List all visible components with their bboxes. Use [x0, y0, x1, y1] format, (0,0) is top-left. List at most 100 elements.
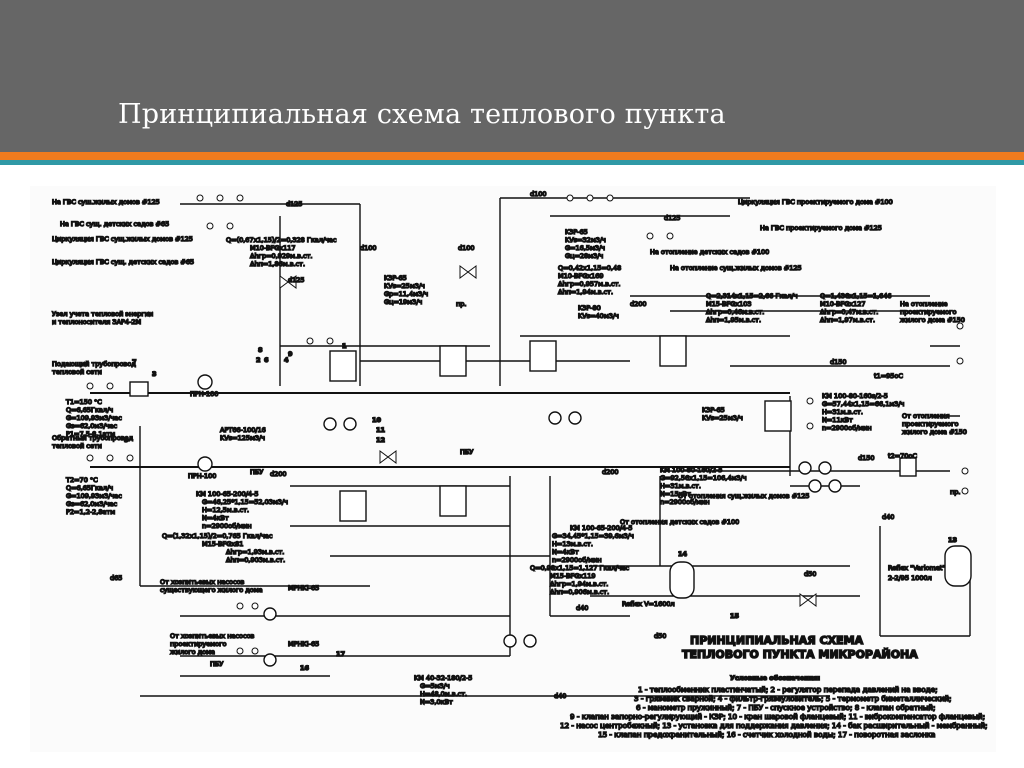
- pump-line: Δhп=0,906м.в.ст.: [550, 588, 609, 596]
- pump-line: M15-BFGx81: [202, 540, 243, 548]
- calc-line: K3P-65: [565, 228, 588, 236]
- accent-stripe-orange: [0, 152, 1024, 160]
- pipe-size: d40: [882, 513, 894, 521]
- calc-line: M10-BFGx169: [558, 272, 603, 280]
- misc-label: Reflex "Variomat": [888, 564, 945, 572]
- misc-label: жилого дома: [170, 648, 215, 656]
- legend-line: 12 - насос центробежный; 13 - установка …: [560, 721, 987, 730]
- calc-line: Δhгр=0,957м.в.ст.: [558, 280, 620, 288]
- item-number: 2: [256, 356, 261, 364]
- label-from-new-1: От отопления: [902, 412, 950, 420]
- label-metering-1: Узел учета тепловой энергии: [52, 310, 153, 318]
- label-return-2: тепловой сети: [52, 442, 102, 450]
- pump-line: n=2900об/мин: [202, 522, 252, 530]
- pipe-temp: t2=70oC: [888, 452, 917, 460]
- pipe-network: [90, 197, 971, 697]
- label-gvs-existing: На ГВС суш.жилых домов #125: [52, 198, 160, 206]
- right-labels: Циркуляция ГВС проектируемого дома #100 …: [619, 197, 967, 526]
- pump-line: N=15кВт: [660, 490, 691, 498]
- pump-line: N=4кВт: [202, 514, 229, 522]
- item-number: 12: [376, 436, 385, 444]
- pump-blocks: KM 100-65-200/4-5 G=46,25*1,15=52,03м3/ч…: [161, 391, 905, 706]
- misc-label: От хозпитьевых насосов: [170, 632, 255, 640]
- calc-blocks: Q=(0,67х1,15)/2=0,328 Гкал/час M10-BFGx1…: [219, 227, 892, 442]
- calc-line: KVs=25м3/ч: [702, 414, 743, 422]
- pipe-size: d100: [360, 244, 377, 252]
- misc-label: MPHKI-65: [288, 640, 319, 648]
- pump-line: H=12,5м.в.ст.: [202, 506, 249, 514]
- pipe-size: d40: [554, 692, 566, 700]
- misc-label: 2-2/95 1000л: [888, 574, 932, 582]
- pipe-size: d125: [288, 276, 305, 284]
- supply-param: P1=7,5-8,1атм: [66, 430, 115, 438]
- label-heat-existing: На отопление сущ.жилых домов #125: [670, 264, 802, 272]
- calc-line: KVs=32м3/ч: [565, 236, 606, 244]
- calc-line: G=16,5м3/ч: [565, 244, 605, 252]
- pipe-size: d125: [664, 214, 681, 222]
- pump-line: Q=0,98х1,15=1,127 Гкал/час: [530, 564, 630, 572]
- pipe-size: d125: [286, 200, 303, 208]
- slide-header: Принципиальная схема теплового пункта: [0, 0, 1024, 152]
- pump-line: Q=(1,32х1,15)/2=0,765 Гкал/час: [162, 532, 273, 540]
- label-from-existing: От отопления сущ.жилых домов #125: [678, 492, 810, 500]
- legend-line: 1 - теплообменник пластинчатый; 2 - регу…: [638, 685, 938, 694]
- diagram-legend: ПРИНЦИПИАЛЬНАЯ СХЕМА ТЕПЛОВОГО ПУНКТА МИ…: [559, 633, 988, 739]
- calc-line: Δhгр=0,46м.в.ст.: [706, 308, 764, 316]
- pump-line: Δhгр=1,94м.в.ст.: [550, 580, 608, 588]
- pump-line: KM 100-65-200/4-5: [570, 524, 633, 532]
- misc-label: MPHKI-65: [288, 584, 319, 592]
- label-heat-new-3: жилого дома #150: [900, 316, 965, 324]
- item-numbers: 1 2 3 4 5 6 7 8 9 10 11 12 13 14 15 16 1…: [123, 341, 957, 672]
- pump-line: n=2900об/мин: [822, 424, 872, 432]
- calc-line: Δhп=1,95м.в.ст.: [706, 316, 761, 324]
- calc-line: Δhгр=0,929м.в.ст.: [250, 252, 312, 260]
- label-supply-1: Подающий трубопровод: [52, 360, 136, 368]
- item-number: 17: [336, 650, 345, 658]
- label-supply-2: тепловой сети: [52, 368, 102, 376]
- valves-and-gauges: [86, 194, 969, 655]
- pipe-label: пр.: [950, 488, 960, 496]
- item-number: 10: [372, 416, 382, 424]
- item-number: 1: [342, 342, 347, 350]
- calc-line: K3P-65: [702, 406, 725, 414]
- pump-line: G=46,25*1,15=52,03м3/ч: [202, 498, 288, 506]
- label-circ-new: Циркуляция ГВС проектируемого дома #100: [738, 198, 893, 206]
- calc-line: Q=2,314х1,15=2,66 Гкал/ч: [706, 292, 798, 300]
- item-number: 14: [678, 550, 688, 558]
- pump-line: n=2900об/мин: [660, 498, 710, 506]
- pump-line: Δhгр=1,93м.в.ст.: [226, 548, 284, 556]
- pump-line: G=5м3/ч: [420, 682, 450, 690]
- item-number: 15: [730, 612, 740, 620]
- pump-line: H=13м.в.ст.: [552, 540, 593, 548]
- label-return-1: Обратный трубопровод: [52, 434, 134, 442]
- pump-line: N=3,0кВт: [420, 698, 453, 706]
- calc-line: M10-BFGx127: [820, 300, 865, 308]
- legend-line: 3 - грязевик сварной; 4 - фильтр-грязеул…: [634, 694, 951, 703]
- accent-stripe-teal: [0, 160, 1024, 165]
- return-param: T2=70 °C: [65, 476, 98, 484]
- pipe-size: d50: [804, 570, 816, 578]
- pipe-label: ПБУ: [460, 448, 473, 456]
- pipe-label: ПРН-100: [190, 390, 218, 398]
- pump-line: H=31м.в.ст.: [660, 482, 701, 490]
- heat-exchangers: [329, 335, 792, 522]
- calc-line: Q=1,436х1,15=1,646: [820, 292, 892, 300]
- supply-params: T1=150 °C Q=6,65Гкал/ч G=109,93м3/час Gз…: [64, 397, 123, 516]
- calc-line: Δhп=1,86м.в.ст.: [250, 260, 305, 268]
- calc-line: APT66-100/16: [220, 426, 266, 434]
- label-heat-new-2: проектируемого: [900, 308, 957, 316]
- label-from-new-2: проектируемого: [902, 420, 959, 428]
- item-number: 5: [124, 436, 129, 444]
- pipe-temp: t1=95oC: [874, 372, 903, 380]
- label-circ-kindergarten: Циркуляция ГВС сущ. детских садов #65: [52, 258, 194, 266]
- item-number: 16: [300, 664, 310, 672]
- diagram-title-1: ПРИНЦИПИАЛЬНАЯ СХЕМА: [690, 634, 864, 647]
- calc-line: KVs=125м3/ч: [220, 434, 265, 442]
- calc-line: Q=0,42х1,15=0,48: [558, 264, 621, 272]
- pipe-label: пр.: [456, 300, 466, 308]
- item-number: 13: [948, 536, 957, 544]
- slide-title: Принципиальная схема теплового пункта: [118, 99, 726, 130]
- label-from-new-3: жилого дома #150: [902, 428, 967, 436]
- calc-line: KVs=25м3/ч: [384, 282, 425, 290]
- pump-line: Δhп=0,903м.в.ст.: [226, 556, 285, 564]
